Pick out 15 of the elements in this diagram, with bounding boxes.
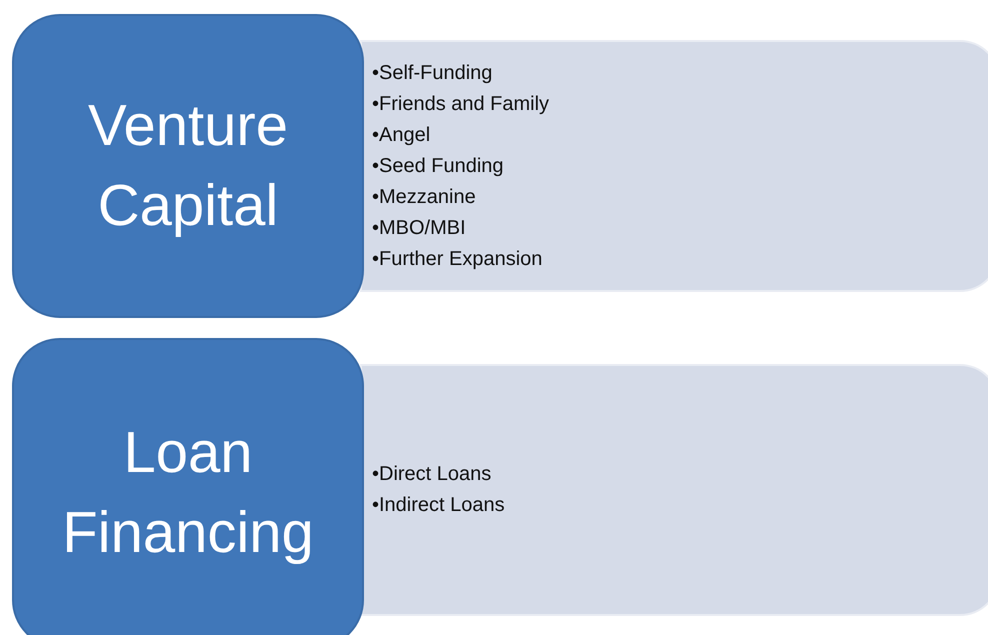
list-item: •Direct Loans <box>372 462 492 487</box>
category-title: Venture Capital <box>87 92 289 240</box>
list-item: •Mezzanine <box>372 184 477 210</box>
list-item: •Seed Funding <box>372 154 505 178</box>
category-box <box>12 338 364 635</box>
list-item: •Friends and Family <box>372 92 550 116</box>
list-item: •Angel <box>372 122 432 148</box>
list-item: •Self-Funding <box>372 60 494 86</box>
list-item: •Indirect Loans <box>372 493 506 518</box>
list-item: •MBO/MBI <box>372 216 467 240</box>
category-title: Loan Financing <box>61 419 315 567</box>
list-panel <box>360 364 988 616</box>
category-box <box>12 14 364 318</box>
list-item: •Further Expansion <box>372 246 544 272</box>
list-panel <box>360 40 988 292</box>
